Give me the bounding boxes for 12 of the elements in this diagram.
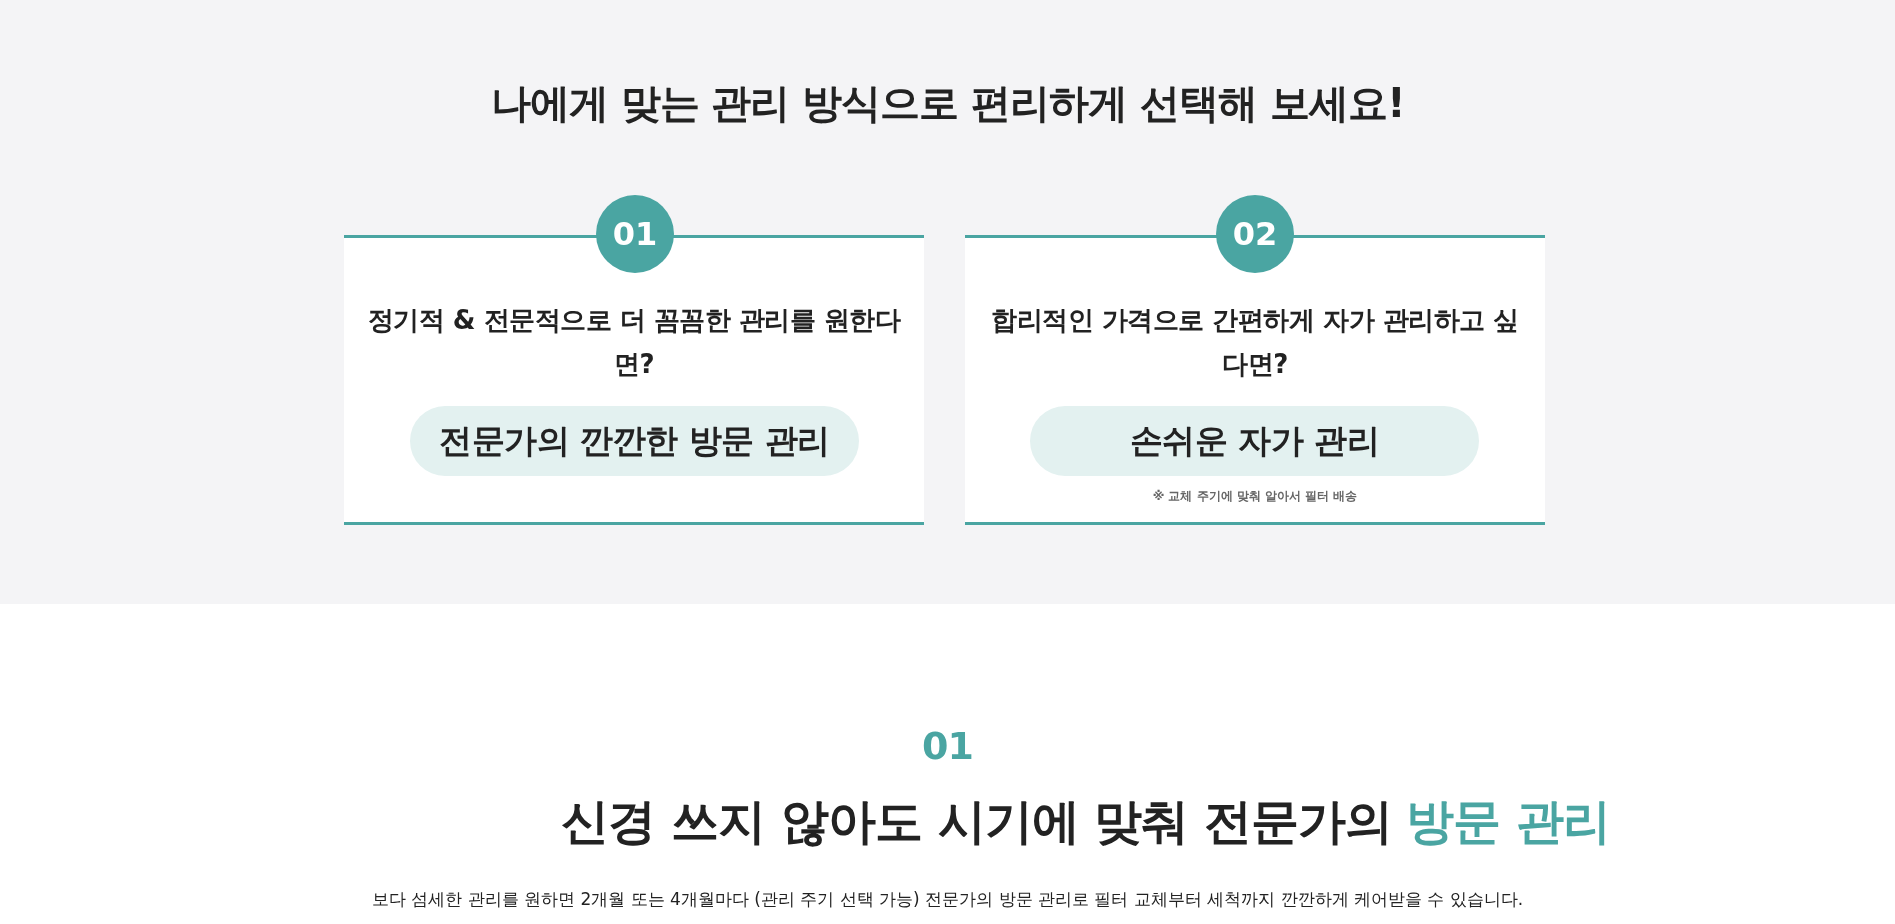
- badge-number: 02: [1232, 215, 1278, 253]
- question-text: 합리적인 가격으로 간편하게 자가 관리하고 싶다면?: [990, 304, 1520, 381]
- section-heading-highlight: 방문 관리: [1405, 793, 1610, 849]
- question-text: 정기적 & 전문적으로 더 꼼꼼한 관리를 원한다면?: [366, 304, 902, 381]
- section-number: 01: [922, 724, 973, 768]
- page-title: 나에게 맞는 관리 방식으로 편리하게 선택해 보세요!: [489, 79, 1406, 128]
- pill-text: 손쉬운 자가 관리: [1129, 419, 1380, 462]
- section-heading: 신경 쓰지 않아도 시기에 맞춰 전문가의: [561, 793, 1392, 849]
- footnote-text: ※ 교체 주기에 맞춰 알아서 필터 배송: [1151, 488, 1359, 505]
- description-text: 보다 섬세한 관리를 원하면 2개월 또는 4개월마다 (관리 주기 선택 가능) 전문가의 방문 관리로 필터 교체부터 세척까지 깐깐하게 케어받을 수 있습니다.: [371, 889, 1524, 909]
- badge-number: 01: [612, 215, 658, 253]
- pill-text: 전문가의 깐깐한 방문 관리: [439, 419, 830, 462]
